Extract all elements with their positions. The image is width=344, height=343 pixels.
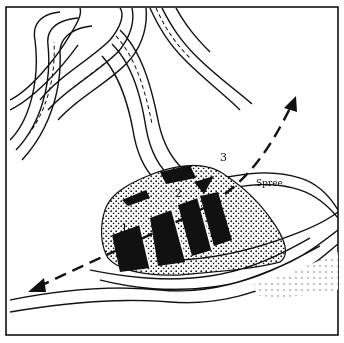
label-area-2: 2: [175, 187, 182, 200]
channel-dashes: [28, 8, 190, 135]
label-river-spree: Spree: [256, 179, 283, 189]
label-area-3: 3: [220, 151, 227, 164]
label-area-1: 1: [121, 222, 128, 235]
